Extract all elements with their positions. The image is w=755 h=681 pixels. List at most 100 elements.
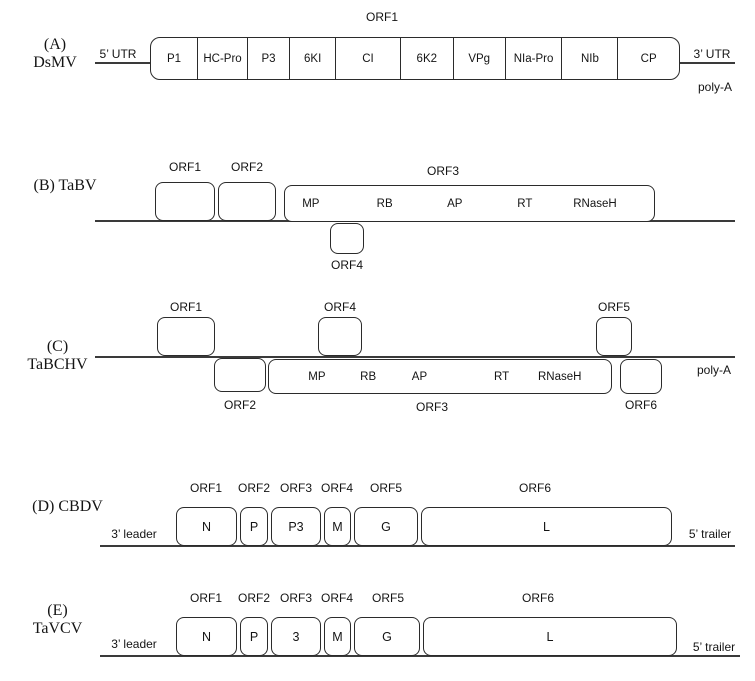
panel-d-leader-label: 3’ leader: [111, 527, 157, 541]
domain-mp: MP: [308, 370, 326, 383]
panel-b-orf2-label: ORF2: [230, 160, 264, 174]
gene-p1: P1: [166, 52, 182, 65]
panel-b-orf3-box: MP RB AP RT RNaseH: [284, 185, 655, 222]
panel-d-orf4-label: ORF4: [320, 481, 354, 495]
panel-c-orf5-label: ORF5: [597, 300, 631, 314]
gene-p3: P3: [247, 38, 289, 79]
panel-d-label: (D) CBDV: [32, 498, 103, 515]
panel-c-title: (C) TaBCHV: [15, 338, 100, 374]
panel-c-virus-name: TaBCHV: [27, 356, 88, 373]
panel-e-gene-p-box: P: [240, 617, 268, 656]
panel-c-letter: (C): [46, 338, 69, 355]
panel-c-orf2-label: ORF2: [223, 398, 257, 412]
panel-e-orf4-label: ORF4: [320, 591, 354, 605]
panel-e-orf2-label: ORF2: [237, 591, 271, 605]
panel-d-gene-m-box: M: [324, 507, 351, 546]
panel-a-virus-name: DsMV: [33, 54, 77, 71]
panel-d-orf2-label: ORF2: [237, 481, 271, 495]
gene-6ki: 6KI: [289, 38, 335, 79]
panel-c-polya-label: poly-A: [696, 363, 732, 377]
panel-e-gene-l-box: L: [423, 617, 677, 656]
panel-d-orf6-label: ORF6: [518, 481, 552, 495]
domain-ap: AP: [447, 197, 463, 210]
panel-a-orf1-label: ORF1: [365, 10, 399, 24]
panel-e-orf1-label: ORF1: [189, 591, 223, 605]
domain-rt: RT: [493, 370, 510, 383]
panel-a-title: (A) DsMV: [15, 36, 95, 72]
domain-rt: RT: [517, 197, 533, 210]
panel-b-title: (B) TaBV: [20, 177, 110, 195]
panel-e-leader-label: 3’ leader: [111, 637, 157, 651]
panel-d-genome-line: [100, 545, 735, 547]
panel-a-polyprotein-box: P1 HC-Pro P3 6KI CI 6K2 VPg NIa-Pro NIb …: [150, 37, 680, 80]
panel-a-letter: (A): [43, 36, 67, 53]
panel-b-orf4-label: ORF4: [330, 258, 364, 272]
gene-ci: CI: [335, 38, 400, 79]
panel-e-title: (E) TaVCV: [15, 602, 100, 638]
gene-cp: CP: [617, 38, 679, 79]
panel-d-gene-g-box: G: [354, 507, 418, 546]
panel-e-orf3-label: ORF3: [279, 591, 313, 605]
domain-rnaseh: RNaseH: [573, 197, 617, 210]
panel-c-orf3-label: ORF3: [415, 400, 449, 414]
panel-d-gene-p3-box: P3: [271, 507, 321, 546]
panel-c-genome-line: [95, 356, 735, 358]
panel-d-gene-l-box: L: [421, 507, 672, 546]
panel-b-orf3-label: ORF3: [426, 164, 460, 178]
panel-b-label: (B) TaBV: [33, 177, 97, 194]
panel-c-orf5-box: [596, 317, 632, 356]
gene-m-label: M: [332, 519, 343, 534]
panel-e-gene-m-box: M: [324, 617, 351, 656]
gene-6k2: 6K2: [399, 38, 453, 79]
panel-d-gene-n-box: N: [176, 507, 237, 546]
panel-d-orf1-label: ORF1: [189, 481, 223, 495]
panel-e-genome-line: [100, 655, 740, 657]
panel-b-orf1-label: ORF1: [168, 160, 202, 174]
panel-c-orf1-label: ORF1: [169, 300, 203, 314]
gene-hc-pro: HC-Pro: [197, 38, 247, 79]
gene-p-label: P: [249, 519, 259, 534]
gene-3-label: 3: [292, 629, 300, 644]
panel-e-orf6-label: ORF6: [521, 591, 555, 605]
gene-p-label: P: [249, 629, 259, 644]
panel-e-gene-n-box: N: [176, 617, 237, 656]
panel-e-gene-3-box: 3: [271, 617, 321, 656]
panel-c-orf6-box: [620, 359, 662, 394]
panel-c-orf1-box: [157, 317, 215, 356]
gene-n-label: N: [201, 629, 212, 644]
panel-a-polya-label: poly-A: [697, 80, 733, 94]
gene-l-label: L: [546, 629, 554, 644]
panel-c-orf2-box: [214, 358, 266, 392]
panel-e-orf5-label: ORF5: [371, 591, 405, 605]
gene-vpg: VPg: [452, 38, 505, 79]
domain-rnaseh: RNaseH: [537, 370, 582, 383]
panel-d-orf3-label: ORF3: [279, 481, 313, 495]
panel-d-orf5-label: ORF5: [369, 481, 403, 495]
panel-d-title: (D) CBDV: [20, 498, 115, 516]
panel-d-gene-p-box: P: [240, 507, 268, 546]
panel-e-virus-name: TaVCV: [32, 620, 83, 637]
panel-e-letter: (E): [47, 602, 68, 619]
gene-g-label: G: [382, 629, 392, 644]
domain-rb: RB: [360, 370, 377, 383]
gene-nia-pro: NIa-Pro: [504, 38, 562, 79]
gene-m-label: M: [332, 629, 343, 644]
panel-a-5utr-label: 5’ UTR: [99, 47, 137, 61]
panel-c-orf3-box: MP RB AP RT RNaseH: [268, 359, 612, 394]
panel-b-orf2-box: [218, 182, 276, 221]
gene-l-label: L: [543, 519, 550, 534]
gene-nib: NIb: [561, 38, 617, 79]
gene-p3-label: P3: [288, 519, 304, 534]
panel-b-orf1-box: [155, 182, 215, 221]
gene-g-label: G: [381, 519, 391, 534]
panel-c-orf6-label: ORF6: [624, 398, 658, 412]
gene-n-label: N: [201, 519, 212, 534]
panel-e-gene-g-box: G: [354, 617, 420, 656]
panel-b-orf4-box: [330, 223, 364, 254]
domain-rb: RB: [376, 197, 393, 210]
panel-c-orf4-box: [318, 317, 362, 356]
domain-mp: MP: [302, 197, 320, 210]
panel-d-trailer-label: 5’ trailer: [688, 527, 732, 541]
domain-ap: AP: [411, 370, 428, 383]
